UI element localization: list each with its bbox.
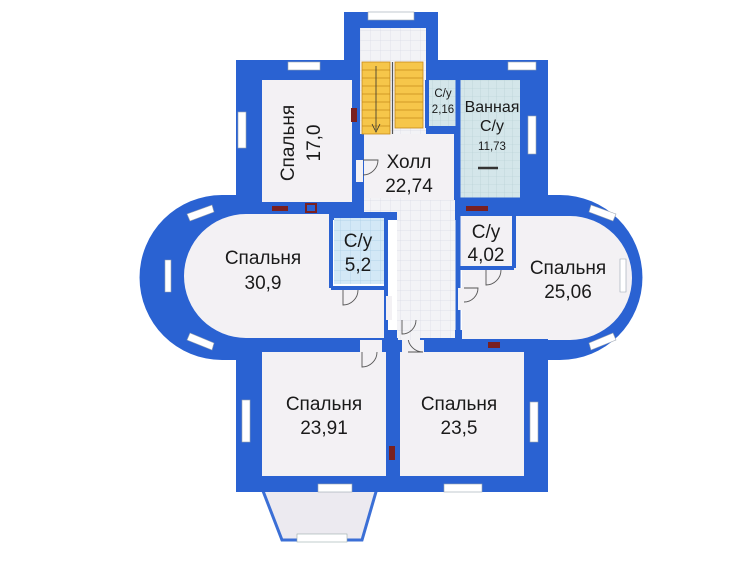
label-bedroom-west-area: 30,9 [245,273,282,294]
bay-window [255,476,382,543]
label-bedroom-sw-name: Спальня [286,394,362,415]
room-labels: Спальня 17,0 Холл 22,74 С/у 2,16 Ванная … [225,88,606,439]
room-bedroom-nw [262,80,352,202]
label-bathroom-name: Ванная [465,99,520,116]
room-bedroom-east [462,216,632,340]
room-hall [364,134,454,208]
label-wc-left-area: 5,2 [345,255,371,276]
label-wc-small-area: 2,16 [432,104,454,116]
room-bedroom-west [184,214,388,338]
room-wc-right [460,216,512,266]
label-wc-right-name: С/у [472,222,501,243]
radiators [272,108,500,460]
label-bedroom-se-name: Спальня [421,394,497,415]
label-hall-area: 22,74 [385,176,433,197]
label-bathroom-name2: С/у [480,118,504,135]
room-corridor [397,200,455,338]
label-bedroom-se-area: 23,5 [441,418,478,439]
label-wc-right-area: 4,02 [468,245,505,266]
label-bedroom-east-area: 25,06 [544,282,592,303]
room-wc-small [427,80,457,126]
label-bedroom-sw-area: 23,91 [300,418,348,439]
label-bedroom-east-name: Спальня [530,258,606,279]
label-bedroom-west-name: Спальня [225,248,301,269]
room-bathroom [460,80,520,198]
label-hall-name: Холл [387,152,432,173]
label-bathroom-area: 11,73 [478,141,506,153]
doors [342,159,502,368]
label-bedroom-nw-area: 17,0 [304,125,325,162]
label-bedroom-nw-name: Спальня [278,105,299,181]
room-wc-left [334,218,384,284]
room-bedroom-se [400,352,524,476]
label-wc-small-name: С/у [434,88,452,100]
windows [164,11,627,493]
label-wc-left-name: С/у [344,231,373,252]
room-bedroom-sw [262,352,386,476]
staircase [361,61,424,135]
